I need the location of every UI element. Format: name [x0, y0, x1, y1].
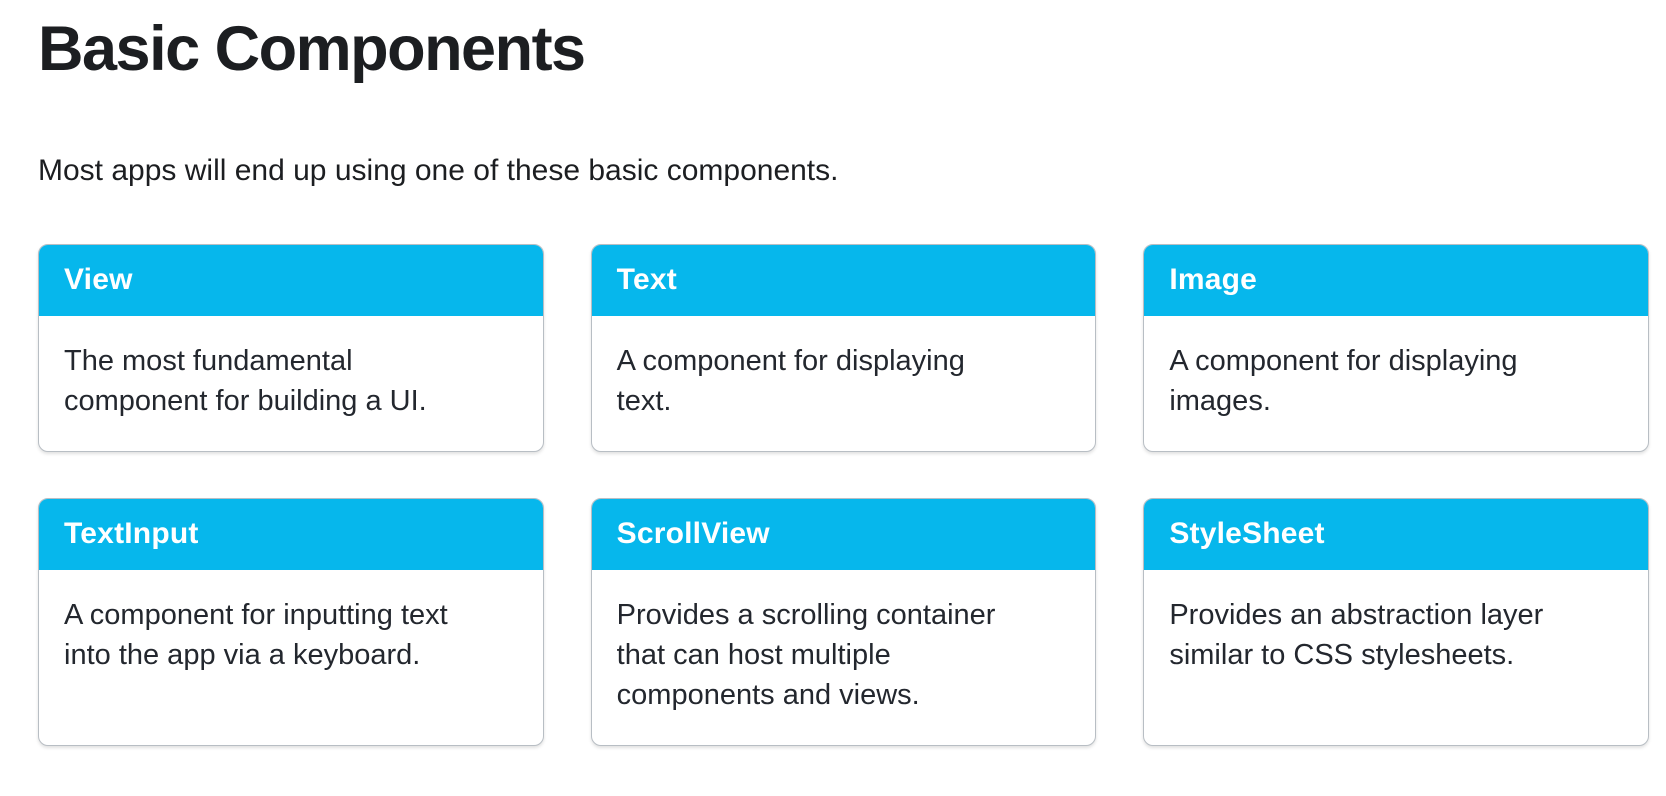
card-description: A component for inputting text into the …	[64, 598, 448, 671]
card-header: ScrollView	[591, 498, 1096, 570]
card-title: Image	[1169, 263, 1258, 297]
component-card-scrollview[interactable]: ScrollView Provides a scrolling containe…	[590, 497, 1097, 746]
card-description: Provides an abstraction layer similar to…	[1169, 598, 1544, 671]
card-description: Provides a scrolling container that can …	[616, 598, 996, 711]
card-header: TextInput	[39, 498, 543, 570]
component-card-view[interactable]: View The most fundamental component for …	[38, 243, 544, 452]
card-header: StyleSheet	[1144, 498, 1648, 570]
component-card-stylesheet[interactable]: StyleSheet Provides an abstraction layer…	[1143, 497, 1649, 746]
card-header: Text	[591, 244, 1096, 316]
page-title: Basic Components	[38, 14, 586, 84]
page-subtitle: Most apps will end up using one of these…	[38, 153, 839, 187]
card-description: A component for displaying text.	[616, 344, 965, 417]
component-card-image[interactable]: Image A component for displaying images.	[1143, 243, 1649, 452]
component-card-textinput[interactable]: TextInput A component for inputting text…	[38, 497, 544, 746]
card-title: StyleSheet	[1169, 517, 1325, 551]
component-card-text[interactable]: Text A component for displaying text.	[590, 243, 1097, 452]
card-title: ScrollView	[616, 517, 770, 551]
card-header: View	[39, 244, 543, 316]
card-title: Text	[616, 263, 677, 297]
components-grid: View The most fundamental component for …	[38, 243, 1649, 746]
docs-content: Basic Components Most apps will end up u…	[0, 12, 1666, 746]
card-description: The most fundamental component for build…	[64, 344, 427, 417]
card-title: View	[64, 263, 133, 297]
card-header: Image	[1144, 244, 1648, 316]
card-description: A component for displaying images.	[1169, 344, 1518, 417]
card-title: TextInput	[64, 517, 199, 551]
